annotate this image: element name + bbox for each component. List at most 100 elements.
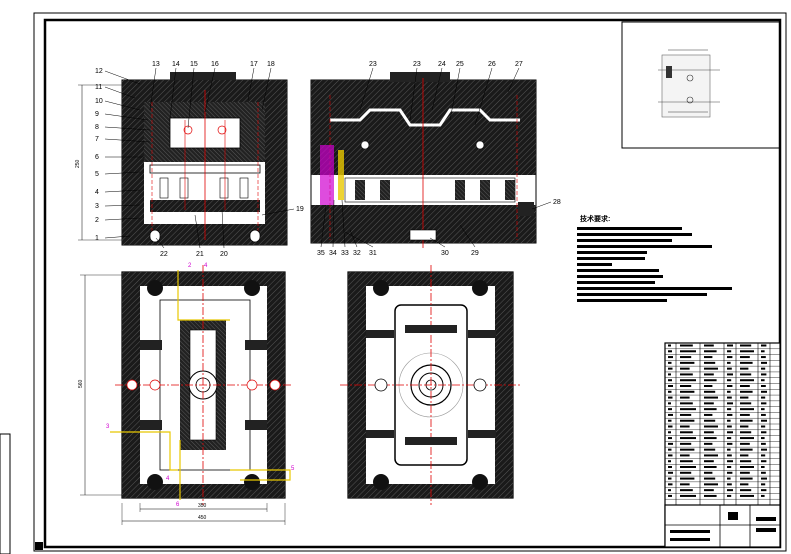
parts-list-cell-text — [668, 483, 673, 486]
parts-list-cell-text — [680, 390, 695, 393]
parts-list-cell-text — [668, 431, 671, 434]
parts-list-cell-text — [680, 483, 690, 486]
parts-list-cell-text — [727, 350, 732, 353]
parts-list-cell-text — [680, 431, 693, 434]
parts-list-cell-text — [727, 419, 731, 422]
parts-list-cell-text — [740, 385, 750, 387]
parts-list-cell-text — [668, 408, 672, 411]
parts-list-cell-text — [668, 460, 671, 463]
parts-list-cell-text — [740, 402, 752, 405]
parts-list-cell-text — [680, 448, 695, 451]
parts-list-cell-text — [761, 460, 767, 463]
inset-3d-view — [621, 21, 781, 149]
parts-list-cell-text — [740, 454, 749, 457]
parts-list-cell-text — [740, 413, 750, 416]
parts-list-cell-text — [740, 396, 749, 399]
parts-list-cell-text — [761, 454, 766, 457]
parts-list-cell-text — [727, 442, 733, 445]
parts-list-cell-text — [727, 448, 731, 451]
parts-list-cell-text — [761, 477, 767, 480]
parts-list-cell-text — [727, 408, 732, 411]
parts-list-cell-text — [761, 466, 765, 468]
parts-list-cell-text — [727, 390, 731, 393]
parts-list-cell-text — [704, 489, 714, 492]
technical-requirements-title: 技术要求: — [580, 214, 610, 223]
svg-text:30: 30 — [441, 250, 449, 257]
parts-list-cell-text — [727, 477, 731, 480]
technical-requirements-lines — [577, 227, 732, 302]
parts-list-cell-text — [668, 442, 673, 445]
parts-list-cell-text — [680, 425, 690, 428]
parts-list-cell-text — [680, 379, 696, 382]
svg-text:16: 16 — [211, 61, 219, 68]
parts-list-cell-text — [668, 454, 673, 457]
parts-list-cell-text — [761, 425, 766, 428]
svg-text:14: 14 — [172, 61, 180, 68]
parts-list-cell-text — [668, 361, 672, 364]
svg-text:7: 7 — [95, 136, 99, 143]
parts-list-cell-text — [761, 390, 767, 393]
parts-list-cell-text — [727, 425, 732, 428]
parts-list-cell-text — [761, 489, 767, 492]
parts-list-cell-text — [761, 442, 766, 445]
svg-text:25: 25 — [456, 61, 464, 68]
svg-text:31: 31 — [369, 250, 377, 257]
parts-list-cell-text — [727, 413, 733, 416]
parts-list-cell-text — [704, 356, 713, 359]
svg-text:10: 10 — [95, 98, 103, 105]
svg-text:6: 6 — [176, 502, 180, 508]
parts-list-cell-text — [704, 494, 717, 497]
parts-list-cell-text — [704, 460, 714, 463]
parts-list-cell-text — [727, 344, 733, 347]
callouts-left: 12 11 10 9 8 7 6 5 4 3 2 1 — [95, 68, 151, 242]
parts-list-cell-text — [704, 437, 717, 440]
svg-text:2: 2 — [188, 263, 192, 269]
section-view-right — [310, 72, 537, 248]
parts-list-cell-text — [680, 442, 692, 445]
parts-list-cell-text — [668, 373, 671, 376]
parts-list-cell-text — [727, 356, 733, 359]
svg-text:1: 1 — [95, 235, 99, 242]
parts-list-cell-text — [740, 489, 752, 492]
corner-mark — [35, 542, 43, 550]
parts-list-cell-text — [761, 408, 765, 411]
svg-text:27: 27 — [515, 61, 523, 68]
parts-list-cell-text — [680, 373, 693, 376]
callouts-top-left: 13 14 15 16 17 18 — [149, 61, 275, 129]
parts-list-cell-text — [740, 477, 753, 480]
dim-plan-height: 560 — [78, 379, 84, 388]
svg-text:21: 21 — [196, 251, 204, 258]
svg-text:4: 4 — [166, 476, 170, 482]
parts-list-cell-text — [740, 419, 753, 422]
svg-text:5: 5 — [291, 466, 295, 472]
parts-list-cell-text — [740, 483, 749, 486]
margin-strip — [0, 433, 11, 554]
svg-text:35: 35 — [317, 250, 325, 257]
svg-text:3: 3 — [95, 203, 99, 210]
parts-list-cell-text — [704, 419, 716, 422]
parts-list-cell-text — [668, 466, 672, 468]
plan-view-right — [340, 265, 520, 505]
svg-text:4: 4 — [95, 189, 99, 196]
parts-list-cell-text — [761, 494, 765, 497]
parts-list-cell-text — [740, 344, 752, 347]
svg-text:5: 5 — [95, 171, 99, 178]
parts-list-cell-text — [727, 471, 733, 474]
svg-text:12: 12 — [95, 68, 103, 75]
parts-list-cell-text — [740, 471, 750, 474]
parts-list-cell-text — [740, 379, 754, 382]
parts-list-cell-text — [668, 379, 672, 382]
parts-list-cell-text — [680, 494, 696, 497]
svg-text:29: 29 — [471, 250, 479, 257]
parts-list-cell-text — [727, 361, 731, 364]
parts-list-cell-text — [761, 356, 766, 359]
parts-list-cell-text — [704, 477, 716, 480]
parts-list-cell-text — [761, 367, 766, 370]
parts-list-cell-text — [704, 413, 713, 416]
parts-list-cell-text — [727, 454, 732, 457]
parts-list-cell-text — [704, 425, 718, 428]
parts-list-cell-text — [761, 373, 767, 376]
parts-list-cell-text — [704, 367, 718, 370]
parts-list-cell-text — [680, 454, 690, 457]
parts-list-cell-text — [704, 448, 716, 451]
